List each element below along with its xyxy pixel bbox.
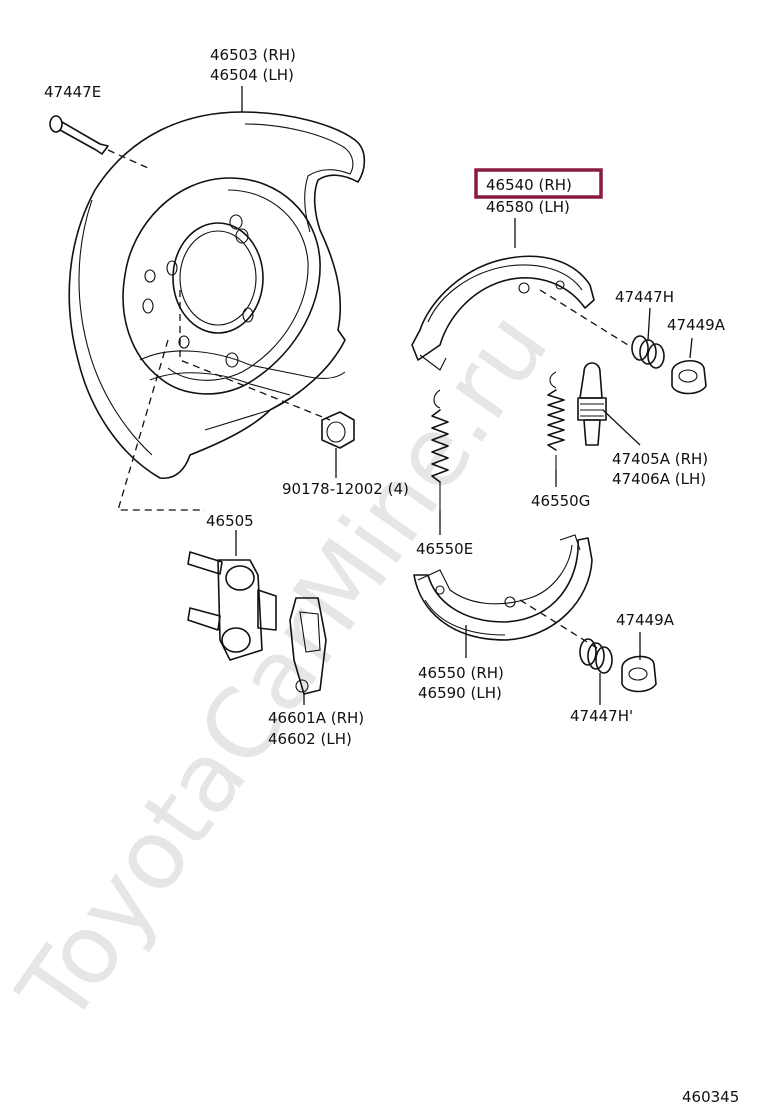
- label-47406A: 47406A (LH): [612, 470, 706, 488]
- label-46550: 46550 (RH): [418, 664, 504, 682]
- cup-47449A-bottom-drawing: [621, 632, 657, 693]
- adjuster-47405A-drawing: [577, 362, 641, 446]
- nut-90178-drawing: [321, 411, 355, 478]
- pin-47447E-drawing: [49, 115, 109, 155]
- label-46540: 46540 (RH): [486, 176, 572, 194]
- guide-line: [539, 289, 629, 346]
- anchor-46505-drawing: [187, 530, 277, 661]
- label-47447E: 47447E: [44, 83, 101, 101]
- label-46504: 46504 (LH): [210, 66, 294, 84]
- label-46505: 46505: [206, 512, 254, 530]
- label-47447H-bottom: 47447H': [570, 707, 633, 725]
- lever-46601A-drawing: [289, 597, 327, 705]
- backing-plate-drawing: [68, 111, 366, 480]
- label-47405A: 47405A (RH): [612, 450, 708, 468]
- brake-shoe-upper-drawing: [411, 218, 595, 371]
- guide-line: [519, 599, 601, 651]
- label-46602: 46602 (LH): [268, 730, 352, 748]
- label-47447H: 47447H: [615, 288, 674, 306]
- brake-shoe-lower-drawing: [413, 534, 593, 658]
- label-46550E: 46550E: [416, 540, 473, 558]
- spring-47447H-bottom-drawing: [579, 638, 613, 705]
- label-46590: 46590 (LH): [418, 684, 502, 702]
- guide-line: [107, 149, 149, 169]
- spring-46550E-drawing: [431, 389, 449, 535]
- label-47449A-top: 47449A: [667, 316, 726, 334]
- spring-46550G-drawing: [547, 371, 565, 487]
- label-46601A: 46601A (RH): [268, 709, 364, 727]
- diagram-number: 460345: [682, 1088, 739, 1106]
- label-47449A-bottom: 47449A: [616, 611, 675, 629]
- label-90178: 90178-12002 (4): [282, 480, 409, 498]
- spring-47447H-drawing: [631, 307, 665, 369]
- highlight-box: [474, 168, 603, 199]
- guide-line: [117, 339, 205, 511]
- label-46550G: 46550G: [531, 492, 590, 510]
- label-46580: 46580 (LH): [486, 198, 570, 216]
- cup-47449A-drawing: [671, 337, 707, 395]
- label-46503: 46503 (RH): [210, 46, 296, 64]
